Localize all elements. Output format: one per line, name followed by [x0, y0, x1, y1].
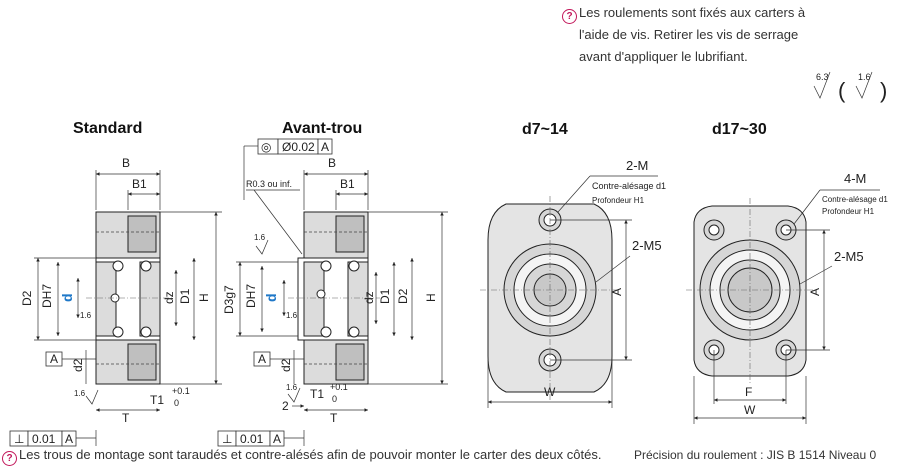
roughness-main-icon — [813, 71, 831, 99]
svg-text:1.6: 1.6 — [286, 383, 298, 392]
svg-text:Ø0.02: Ø0.02 — [282, 140, 315, 154]
dim-d-highlight: d — [59, 293, 75, 302]
view-d7-14: d7~14 2-M Contre-alésage d1 Profondeur H… — [480, 121, 666, 408]
svg-text:1.6: 1.6 — [74, 389, 86, 398]
perpendicularity-symbol: ⊥ — [14, 432, 24, 446]
roughness-main-value: 6.3 — [816, 72, 829, 82]
svg-text:1.6: 1.6 — [254, 233, 266, 242]
perpendicularity-symbol-pilot: ⊥ — [222, 432, 232, 446]
dim-T1-pilot: T1 — [310, 387, 324, 401]
svg-text:Contre-alésage d1: Contre-alésage d1 — [822, 195, 888, 204]
svg-text:0: 0 — [332, 394, 337, 404]
svg-text:Profondeur H1: Profondeur H1 — [592, 196, 645, 205]
view-title-d7-14: d7~14 — [522, 121, 568, 138]
svg-text:A: A — [50, 352, 58, 366]
radius-note: R0.3 ou inf. — [246, 179, 292, 189]
dim-A-d17: A — [808, 288, 822, 296]
dim-B: B — [122, 156, 130, 170]
label-4-M: 4-M — [844, 171, 866, 186]
dim-2-pilot: 2 — [282, 399, 289, 413]
ball-bottom — [112, 326, 124, 338]
dim-D1-pilot: D1 — [378, 288, 392, 304]
view-title-standard: Standard — [73, 120, 142, 137]
dim-W-d7: W — [544, 385, 556, 399]
dim-B1: B1 — [132, 177, 147, 191]
dim-B-pilot: B — [328, 156, 336, 170]
svg-text:(: ( — [838, 78, 846, 103]
note-mounting-holes: ?Les trous de montage sont taraudés et c… — [2, 444, 601, 466]
ball-top — [112, 260, 124, 272]
note-screws: ?Les roulements sont fixés aux carters à… — [562, 2, 805, 68]
dim-A-d7: A — [610, 288, 624, 296]
dim-d2-pilot: d2 — [279, 358, 293, 372]
dim-B1-pilot: B1 — [340, 177, 355, 191]
svg-text:1.6: 1.6 — [80, 311, 92, 320]
roughness-secondary-value: 1.6 — [858, 72, 871, 82]
dim-DH7-pilot: DH7 — [244, 284, 258, 308]
view-standard: Standard B B1 H D1 dz — [9, 120, 222, 447]
dim-T-pilot: T — [330, 411, 338, 425]
roughness-secondary-icon — [855, 71, 873, 99]
counterbore-top — [127, 215, 157, 253]
info-icon: ? — [2, 451, 17, 466]
svg-text:A: A — [321, 140, 329, 154]
dim-DH7: DH7 — [40, 284, 54, 308]
svg-text:A: A — [258, 352, 266, 366]
dim-H: H — [197, 293, 211, 302]
svg-text:0: 0 — [174, 398, 179, 408]
dim-d2: d2 — [71, 358, 85, 372]
view-title-avant-trou: Avant-trou — [282, 120, 362, 137]
dim-D3g7: D3g7 — [222, 285, 236, 314]
dim-W-d17: W — [744, 403, 756, 417]
dim-T: T — [122, 411, 130, 425]
dim-F-d17: F — [745, 385, 752, 399]
dim-T1: T1 — [150, 393, 164, 407]
dim-dz-pilot: dz — [362, 291, 376, 304]
svg-text:A: A — [273, 432, 281, 446]
svg-text:+0.1: +0.1 — [172, 386, 190, 396]
view-avant-trou: Avant-trou ◎ Ø0.02 A R0.3 ou inf. 1.6 — [217, 120, 448, 447]
svg-text:): ) — [880, 78, 887, 103]
dim-D1: D1 — [178, 288, 192, 304]
dim-H-pilot: H — [424, 293, 438, 302]
counterbore-bottom — [127, 343, 157, 381]
surface-roughness-symbols: 6.3 ( 1.6 ) — [813, 71, 887, 103]
svg-text:0.01: 0.01 — [32, 432, 56, 446]
svg-text:A: A — [65, 432, 73, 446]
svg-text:Contre-alésage d1: Contre-alésage d1 — [592, 181, 666, 191]
dim-D2: D2 — [20, 290, 34, 306]
svg-text:0.01: 0.01 — [240, 432, 264, 446]
concentricity-symbol: ◎ — [261, 140, 271, 154]
view-d17-30: d17~30 4-M Contre-alésage d1 Profondeur … — [686, 121, 888, 424]
dim-dz: dz — [162, 291, 176, 304]
label-2-M: 2-M — [626, 158, 648, 173]
label-2-M5-d7: 2-M5 — [632, 238, 662, 253]
info-icon: ? — [562, 9, 577, 24]
note-bearing-precision: Précision du roulement : JIS B 1514 Nive… — [634, 448, 877, 462]
svg-text:+0.1: +0.1 — [330, 382, 348, 392]
svg-text:1.6: 1.6 — [286, 311, 298, 320]
svg-text:Profondeur H1: Profondeur H1 — [822, 207, 875, 216]
dim-D2-pilot: D2 — [396, 288, 410, 304]
label-2-M5-d17: 2-M5 — [834, 249, 864, 264]
view-title-d17-30: d17~30 — [712, 121, 767, 138]
dim-d-pilot-highlight: d — [263, 293, 279, 302]
